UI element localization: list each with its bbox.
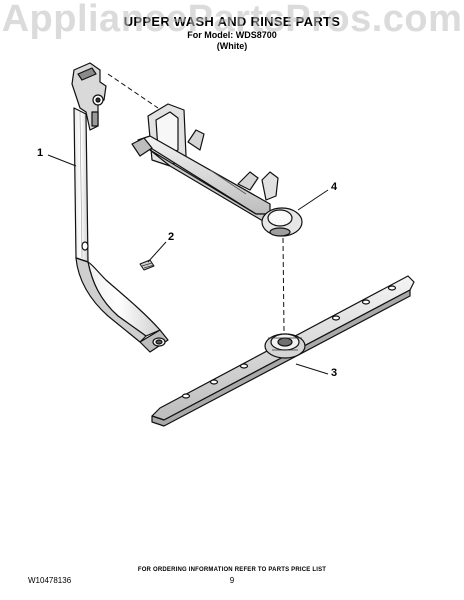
page-title: UPPER WASH AND RINSE PARTS <box>123 14 341 29</box>
leader-line-1 <box>47 154 77 167</box>
part-2-screw <box>139 259 155 271</box>
assembly-line-tube-manifold <box>107 73 159 109</box>
part-4-manifold <box>131 103 303 237</box>
model-line: For Model: WDS8700 <box>187 30 277 40</box>
assembly-line-manifold-arm <box>282 237 285 333</box>
callout-2: 2 <box>168 231 175 243</box>
leader-lines <box>47 154 329 375</box>
ordering-note: FOR ORDERING INFORMATION REFER TO PARTS … <box>137 567 327 573</box>
part-3-spray-arm <box>151 275 415 427</box>
page-number: 9 <box>229 576 235 585</box>
callout-1: 1 <box>37 147 44 159</box>
callout-4: 4 <box>331 181 338 193</box>
header: UPPER WASH AND RINSE PARTS For Model: WD… <box>0 14 464 52</box>
leader-line-4 <box>297 189 329 211</box>
color-line: (White) <box>216 41 248 51</box>
part-1-supply-tube <box>71 62 169 353</box>
leader-line-3 <box>295 363 329 375</box>
leader-line-2 <box>147 241 167 263</box>
document-number: W10478136 <box>28 576 72 585</box>
callout-3: 3 <box>331 367 338 379</box>
